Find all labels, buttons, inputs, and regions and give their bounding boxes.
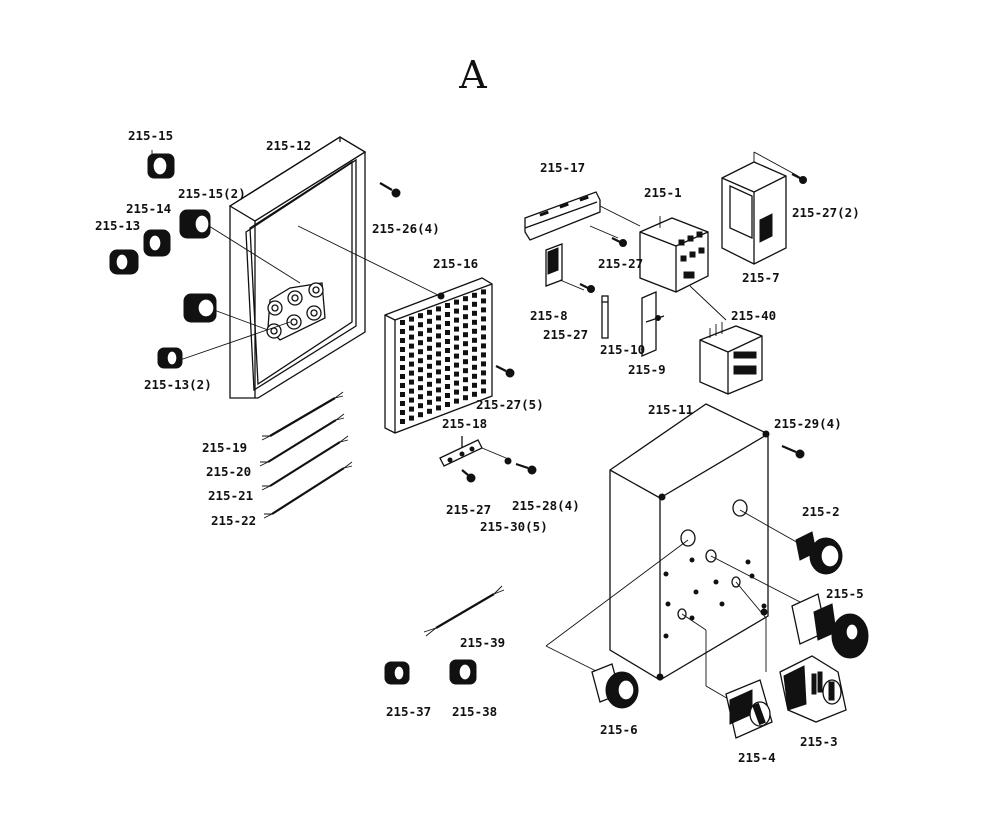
label-215-39: 215-39 (460, 635, 505, 650)
screw-215-27-rail (611, 237, 627, 247)
label-215-38: 215-38 (452, 704, 497, 719)
estop-215-5 (791, 593, 869, 659)
label-215-27-5: 215-27(5) (476, 397, 544, 412)
label-215-18: 215-18 (442, 416, 487, 431)
pushbutton-215-2 (795, 531, 843, 575)
label-215-26-4: 215-26(4) (372, 221, 440, 236)
selector-switch-215-3 (779, 655, 847, 723)
label-215-13-2: 215-13(2) (144, 377, 212, 392)
label-215-1: 215-1 (644, 185, 682, 200)
label-215-22: 215-22 (211, 513, 256, 528)
label-215-6: 215-6 (600, 722, 638, 737)
diagram-title: A (458, 53, 487, 97)
cable-gland-215-14 (143, 229, 171, 257)
label-215-13: 215-13 (95, 218, 140, 233)
front-frame-215-12 (228, 136, 441, 399)
label-215-2: 215-2 (802, 504, 840, 519)
label-215-16: 215-16 (433, 256, 478, 271)
selector-switch-215-4 (725, 679, 773, 739)
label-215-30-5: 215-30(5) (480, 519, 548, 534)
label-215-4: 215-4 (738, 750, 776, 765)
screw-215-26 (379, 182, 401, 198)
cable-gland-215-13-2 (157, 321, 291, 369)
gland-nut-cluster (266, 282, 326, 341)
label-215-17: 215-17 (540, 160, 585, 175)
bracket-215-8 (545, 243, 585, 291)
gland-215-38 (449, 659, 477, 685)
assembly-lines (545, 509, 801, 701)
label-215-21: 215-21 (208, 488, 253, 503)
label-215-27-2: 215-27(2) (792, 205, 860, 220)
gland-215-37 (384, 661, 410, 685)
screw-215-27-5 (495, 365, 515, 378)
screw-215-27-ground (461, 469, 476, 483)
label-215-20: 215-20 (206, 464, 251, 479)
screw-215-28 (515, 462, 537, 475)
wire-215-22 (263, 461, 353, 519)
cable-gland-215-15 (147, 150, 175, 179)
enclosure-215-11 (609, 403, 770, 681)
cable-gland-215-15-2 (179, 209, 301, 284)
clip-215-9 (641, 291, 665, 357)
din-rail-215-17 (524, 191, 641, 241)
label-215-29-4: 215-29(4) (774, 416, 842, 431)
label-215-27-a: 215-27 (446, 502, 491, 517)
label-215-12: 215-12 (266, 138, 311, 153)
label-215-5: 215-5 (826, 586, 864, 601)
label-215-15: 215-15 (128, 128, 173, 143)
cable-gland-215-13 (109, 249, 139, 275)
label-215-10: 215-10 (600, 342, 645, 357)
screw-215-29 (781, 444, 805, 459)
screw-215-27-bracket (579, 283, 595, 293)
screw-215-27-2 (791, 173, 807, 184)
label-215-7: 215-7 (742, 270, 780, 285)
label-215-8: 215-8 (530, 308, 568, 323)
relay-215-40 (699, 322, 763, 395)
wire-215-19 (261, 391, 344, 441)
wire-215-20 (259, 413, 345, 467)
label-215-3: 215-3 (800, 734, 838, 749)
washer-215-30 (504, 457, 512, 465)
label-215-19: 215-19 (202, 440, 247, 455)
label-215-40: 215-40 (731, 308, 776, 323)
transformer-215-7 (721, 151, 799, 265)
label-215-27-c: 215-27 (543, 327, 588, 342)
cable-gland-large (183, 293, 269, 331)
label-215-15-2: 215-15(2) (178, 186, 246, 201)
label-215-9: 215-9 (628, 362, 666, 377)
label-215-11: 215-11 (648, 402, 693, 417)
pin-215-10 (601, 295, 609, 339)
label-215-28-4: 215-28(4) (512, 498, 580, 513)
label-215-37: 215-37 (386, 704, 431, 719)
wire-215-21 (261, 435, 349, 491)
part-labels: 215-15 215-12 215-15(2) 215-14 215-13 21… (95, 128, 864, 765)
cable-215-39 (423, 585, 505, 637)
mounting-plate-215-16 (384, 277, 493, 434)
contactor-215-1 (639, 216, 727, 321)
label-215-14: 215-14 (126, 201, 171, 216)
label-215-27-b: 215-27 (598, 256, 643, 271)
ground-bar-215-18 (439, 436, 507, 467)
pilot-light-215-6 (591, 663, 639, 709)
